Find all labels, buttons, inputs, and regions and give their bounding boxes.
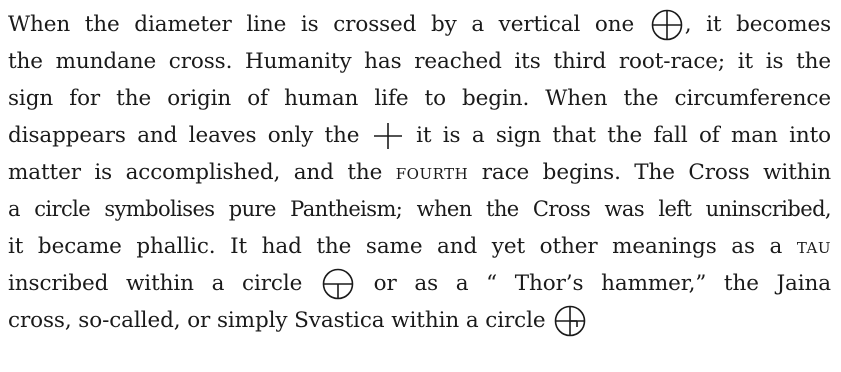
text-fragment: matter is accomplished, and the: [8, 160, 383, 185]
small-caps-word: fourth: [395, 160, 469, 185]
text-fragment: inscribed within a circle: [8, 271, 303, 296]
text-fragment: race begins. The Cross within: [481, 160, 832, 185]
small-caps-word: tau: [796, 234, 831, 259]
text-line-6: a circle symbolises pure Pantheism; when…: [8, 191, 832, 228]
text-line-1: When the diameter line is crossed by a v…: [8, 6, 831, 43]
text-fragment: sign for the origin of human life to beg…: [8, 86, 831, 111]
text-fragment: , it becomes: [684, 12, 831, 37]
text-line-2: the mundane cross. Humanity has reached …: [8, 43, 831, 80]
text-fragment: it is a sign that the fall of man into: [416, 123, 832, 148]
circle-tau-icon: [322, 268, 354, 300]
text-line-9: cross, so-called, or simply Svastica wit…: [8, 302, 831, 339]
text-fragment: or as a “ Thor’s hammer,” the Jaina: [373, 271, 832, 296]
text-fragment: it became phallic. It had the same and y…: [8, 234, 783, 259]
text-fragment: disappears and leaves only the: [8, 123, 360, 148]
text-line-7: it became phallic. It had the same and y…: [8, 228, 831, 265]
circle-svastica-icon: [554, 305, 586, 337]
text-fragment: a circle symbolises pure Pantheism; when…: [8, 197, 832, 221]
text-line-3: sign for the origin of human life to beg…: [8, 80, 831, 117]
text-fragment: When the diameter line is crossed by a v…: [8, 12, 635, 37]
plain-cross-icon: [373, 121, 403, 151]
text-fragment: cross, so-called, or simply Svastica wit…: [8, 308, 546, 333]
text-fragment: the mundane cross. Humanity has reached …: [8, 49, 831, 74]
text-line-8: inscribed within a circle or as a “ Thor…: [8, 265, 831, 302]
text-line-5: matter is accomplished, and the fourth r…: [8, 154, 831, 191]
circle-cross-icon: [651, 9, 683, 41]
text-line-4: disappears and leaves only the it is a s…: [8, 117, 831, 154]
